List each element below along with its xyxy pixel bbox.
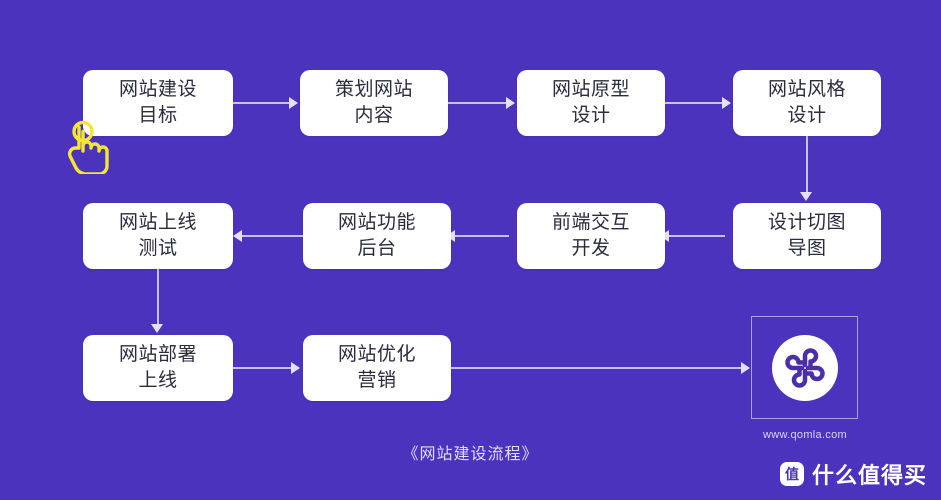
node-style-line1: 网站风格: [767, 78, 846, 100]
node-optimize-line1: 网站优化: [337, 343, 416, 365]
arrowhead-goal-to-plan: [289, 97, 298, 109]
node-slicing-line2: 导图: [787, 238, 827, 259]
logo-url-text: www.qomla.com: [763, 429, 847, 441]
connector-style-to-slicing: [806, 136, 808, 194]
node-backend-line2: 后台: [357, 238, 397, 259]
node-style[interactable]: 网站风格 设计: [733, 70, 881, 136]
node-prototype-line2: 设计: [571, 105, 611, 126]
arrowhead-style-to-slicing: [800, 192, 812, 201]
node-deploy-line1: 网站部署: [118, 343, 197, 365]
arrowhead-deploy-to-optimize: [291, 362, 300, 374]
node-deploy-line2: 上线: [138, 370, 178, 391]
connector-frontend-to-backend: [451, 235, 509, 237]
arrowhead-plan-to-prototype: [506, 97, 515, 109]
watermark-text: 什么值得买: [811, 463, 927, 488]
diagram-caption: 《网站建设流程》: [402, 446, 539, 463]
arrowhead-prototype-to-style: [722, 97, 731, 109]
connector-deploy-to-optimize: [233, 367, 293, 369]
watermark-badge-icon: 值: [779, 462, 804, 486]
node-plan-line1: 策划网站: [334, 78, 413, 100]
node-frontend-line1: 前端交互: [551, 211, 630, 233]
node-deploy[interactable]: 网站部署 上线: [83, 335, 233, 401]
node-plan[interactable]: 策划网站 内容: [300, 70, 448, 136]
node-frontend[interactable]: 前端交互 开发: [517, 203, 665, 269]
connector-goal-to-plan: [233, 102, 291, 104]
node-backend-line1: 网站功能: [337, 211, 416, 233]
node-optimize[interactable]: 网站优化 营销: [303, 335, 451, 401]
arrowhead-launch-test-to-deploy: [151, 324, 163, 333]
connector-prototype-to-style: [665, 102, 724, 104]
connector-slicing-to-frontend: [665, 235, 725, 237]
connector-optimize-to-logo: [451, 367, 743, 369]
node-optimize-line2: 营销: [357, 370, 397, 391]
node-goal-line2: 目标: [138, 105, 178, 126]
node-backend[interactable]: 网站功能 后台: [303, 203, 451, 269]
node-style-line2: 设计: [787, 105, 827, 126]
hand-pointer-icon: [67, 120, 109, 176]
node-launch-test-line1: 网站上线: [118, 211, 197, 233]
node-slicing[interactable]: 设计切图 导图: [733, 203, 881, 269]
node-prototype-line1: 网站原型: [551, 78, 630, 100]
tap-hand-cursor: [66, 118, 118, 176]
connector-backend-to-launch-test: [241, 235, 303, 237]
arrowhead-backend-to-launch-test: [233, 230, 242, 242]
node-plan-line2: 内容: [354, 105, 394, 126]
node-goal-line1: 网站建设: [118, 78, 197, 100]
node-prototype[interactable]: 网站原型 设计: [517, 70, 665, 136]
node-slicing-line1: 设计切图: [767, 211, 846, 233]
node-frontend-line2: 开发: [571, 238, 611, 259]
arrowhead-optimize-to-logo: [741, 362, 750, 374]
connector-launch-test-to-deploy: [157, 269, 159, 326]
node-goal[interactable]: 网站建设 目标: [83, 70, 233, 136]
watermark: 值 什么值得买: [779, 458, 927, 490]
node-launch-test-line2: 测试: [138, 238, 178, 259]
connector-plan-to-prototype: [448, 102, 508, 104]
logo-frame: [751, 316, 858, 419]
qomla-clover-icon: [784, 347, 825, 388]
qomla-logo-badge: [771, 334, 838, 401]
node-launch-test[interactable]: 网站上线 测试: [83, 203, 233, 269]
